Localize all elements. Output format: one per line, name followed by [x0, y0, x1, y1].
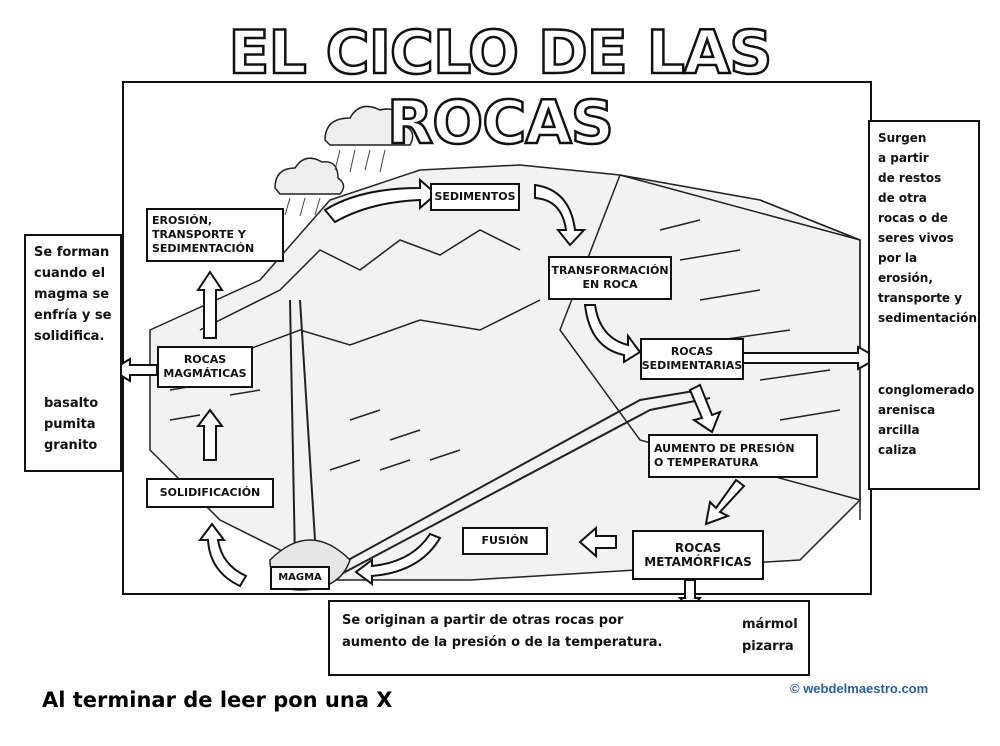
- left-box-example: granito: [44, 438, 98, 453]
- left-box-line: enfría y se: [34, 308, 112, 323]
- bottom-info-box: Se originan a partir de otras rocas por …: [328, 600, 810, 676]
- right-box-line: a partir: [878, 151, 929, 165]
- label-erosion-line-2: TRANSPORTE Y: [152, 228, 246, 241]
- right-box-example: conglomerado: [878, 383, 975, 397]
- left-box-line: magma se: [34, 287, 110, 302]
- arrow-sedimentarias-down: [688, 383, 722, 434]
- arrow-magma-curve: [198, 522, 248, 588]
- right-box-line: sedimentación: [878, 311, 978, 325]
- label-solidificacion-text: SOLIDIFICACIÓN: [159, 486, 261, 499]
- label-transformacion-line-1: TRANSFORMACIÓN: [551, 264, 669, 277]
- right-box-example: arcilla: [878, 423, 920, 437]
- label-rocas-metamorficas-line-1: ROCAS: [674, 541, 722, 555]
- bottom-box-example: mármol: [742, 617, 798, 632]
- label-transformacion: TRANSFORMACIÓN EN ROCA: [548, 256, 672, 300]
- label-rocas-sedimentarias: ROCAS SEDIMENTARIAS: [640, 338, 744, 380]
- bottom-box-line: Se originan a partir de otras rocas por: [342, 613, 624, 628]
- right-info-box: Surgen a partir de restos de otra rocas …: [868, 120, 980, 490]
- label-transformacion-line-2: EN ROCA: [582, 278, 638, 291]
- label-fusion: FUSIÓN: [462, 527, 548, 555]
- bottom-box-line: aumento de la presión o de la temperatur…: [342, 635, 663, 650]
- label-rocas-metamorficas: ROCAS METAMÓRFICAS: [632, 530, 764, 580]
- right-box-line: seres vivos: [878, 231, 954, 245]
- footer-instruction: Al terminar de leer pon una X: [42, 688, 393, 712]
- left-box-line: solidifica.: [34, 329, 105, 344]
- arrow-aumento-down: [704, 478, 746, 526]
- bottom-box-examples: mármol pizarra: [742, 614, 798, 658]
- rain-lines: [284, 149, 386, 217]
- arrow-metamorficas-left: [578, 525, 617, 559]
- arrow-fusion-curve: [354, 532, 442, 586]
- right-box-example: arenisca: [878, 403, 936, 417]
- label-aumento-line-2: O TEMPERATURA: [654, 456, 759, 469]
- right-box-line: por la: [878, 251, 918, 265]
- label-erosion: EROSIÓN, TRANSPORTE Y SEDIMENTACIÓN: [146, 208, 284, 262]
- arrow-sedimentos-down: [534, 183, 587, 247]
- label-sedimentos-text: SEDIMENTOS: [434, 190, 516, 203]
- right-box-line: rocas o de: [878, 211, 948, 225]
- arrow-transformacion-down: [583, 304, 642, 364]
- right-box-example: caliza: [878, 443, 917, 457]
- label-aumento-line-1: AUMENTO DE PRESIÓN: [654, 442, 795, 455]
- cloud-icon: [274, 105, 414, 195]
- label-rocas-sedimentarias-line-1: ROCAS: [670, 345, 714, 358]
- label-rocas-magmaticas-line-2: MAGMÁTICAS: [163, 367, 247, 380]
- arrow-magmaticas-up: [196, 270, 224, 339]
- label-sedimentos: SEDIMENTOS: [430, 183, 520, 211]
- left-box-example: basalto: [44, 396, 99, 411]
- label-solidificacion: SOLIDIFICACIÓN: [146, 478, 274, 508]
- right-box-line: de restos: [878, 171, 942, 185]
- label-fusion-text: FUSIÓN: [481, 534, 529, 547]
- credit-link[interactable]: © webdelmaestro.com: [790, 681, 929, 696]
- left-box-line: Se forman: [34, 245, 110, 260]
- label-magma-text: MAGMA: [278, 572, 322, 583]
- label-aumento-presion: AUMENTO DE PRESIÓN O TEMPERATURA: [648, 434, 818, 478]
- label-rocas-magmaticas: ROCAS MAGMÁTICAS: [157, 346, 253, 388]
- arrow-solidificacion-up: [196, 408, 224, 461]
- left-box-line: cuando el: [34, 266, 106, 281]
- right-box-line: Surgen: [878, 131, 927, 145]
- page-title: EL CICLO DE LAS ROCAS: [227, 17, 774, 160]
- label-rocas-metamorficas-line-2: METAMÓRFICAS: [644, 555, 752, 569]
- left-box-example: pumita: [44, 417, 96, 432]
- left-info-box: Se forman cuando el magma se enfría y se…: [24, 234, 122, 472]
- label-rocas-magmaticas-line-1: ROCAS: [183, 353, 227, 366]
- bottom-box-example: pizarra: [742, 639, 794, 654]
- right-box-line: de otra: [878, 191, 927, 205]
- label-rocas-sedimentarias-line-2: SEDIMENTARIAS: [641, 359, 743, 372]
- label-erosion-line-1: EROSIÓN,: [152, 214, 213, 227]
- right-box-line: erosión,: [878, 271, 933, 285]
- label-magma: MAGMA: [270, 566, 330, 590]
- right-box-line: transporte y: [878, 291, 963, 305]
- label-erosion-line-3: SEDIMENTACIÓN: [152, 242, 255, 255]
